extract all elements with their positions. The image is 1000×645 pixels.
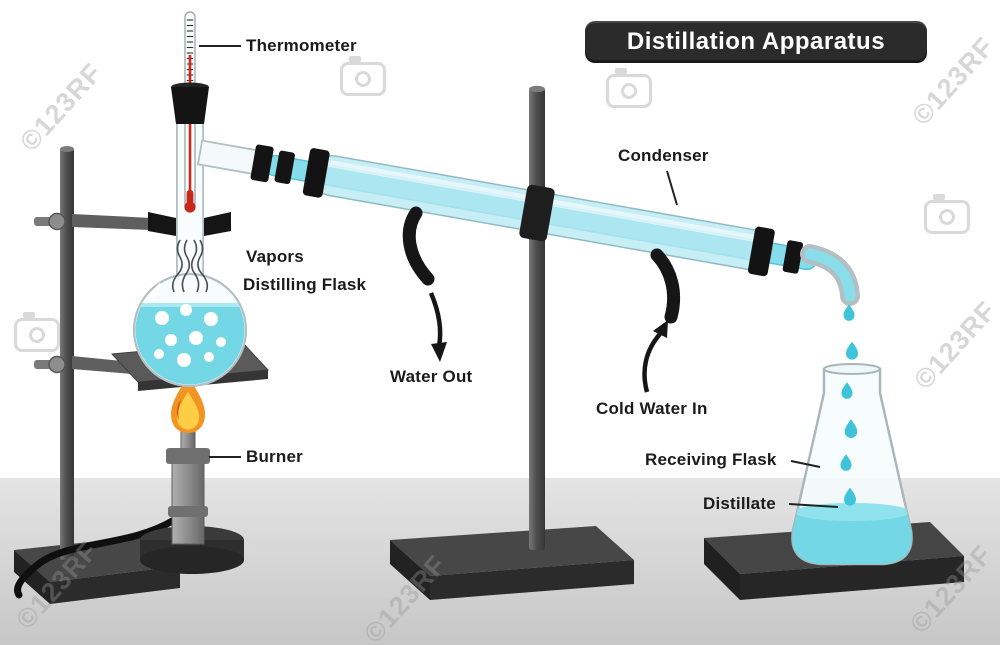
flask-stopper xyxy=(171,82,209,124)
burner-flame xyxy=(171,377,205,433)
leader-lines xyxy=(199,45,839,508)
distillate-leader-line xyxy=(788,503,839,508)
delivery-tube xyxy=(800,244,860,306)
condenser xyxy=(196,139,818,277)
water-out-arrow xyxy=(428,292,447,362)
cold-water-in-arrow xyxy=(642,320,668,393)
lower-clamp-arm xyxy=(34,355,132,374)
middle-stand-rod xyxy=(529,85,545,550)
left-stand-rod xyxy=(60,146,74,560)
receiving-flask-leader-line xyxy=(790,460,821,468)
distillate-liquid xyxy=(792,503,912,564)
water-out-nozzle xyxy=(402,206,435,286)
condenser-leader-line xyxy=(666,170,678,206)
left-stand-base xyxy=(14,536,180,604)
receiving-flask xyxy=(791,363,913,566)
liquid-bubbles xyxy=(154,304,226,367)
middle-stand-base xyxy=(390,526,634,600)
upper-clamp xyxy=(34,212,231,236)
cold-water-in-nozzle xyxy=(650,248,681,324)
condenser-clamp xyxy=(519,184,555,242)
vapor-squiggles xyxy=(171,239,209,293)
burner-cord xyxy=(14,516,178,599)
